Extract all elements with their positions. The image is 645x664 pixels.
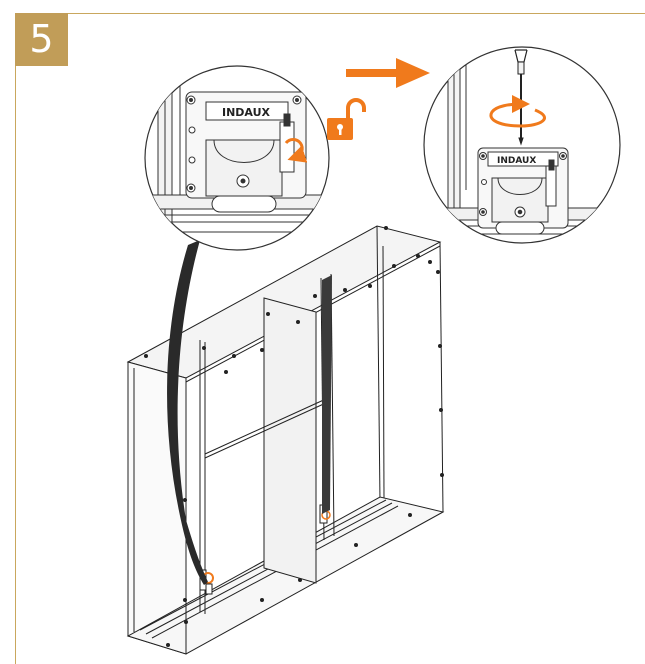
rotate-icon xyxy=(284,138,308,163)
brand-label-left: INDAUX xyxy=(222,106,271,119)
detail-callout-pointer xyxy=(167,240,208,585)
brand-label-right: INDAUX xyxy=(497,156,536,166)
detail-circle-left: INDAUX xyxy=(144,65,366,251)
step-number-badge: 5 xyxy=(15,13,68,66)
detail-circle-right: INDAUX xyxy=(423,46,621,244)
arrow-right-icon xyxy=(346,58,430,88)
frame-top-line xyxy=(15,13,645,14)
wardrobe-partition xyxy=(263,297,317,584)
unlock-icon xyxy=(327,98,366,140)
wardrobe-frame xyxy=(126,225,445,655)
frame-left-line xyxy=(15,13,16,664)
center-door-strip xyxy=(322,275,332,514)
rotate-icon xyxy=(489,95,546,128)
